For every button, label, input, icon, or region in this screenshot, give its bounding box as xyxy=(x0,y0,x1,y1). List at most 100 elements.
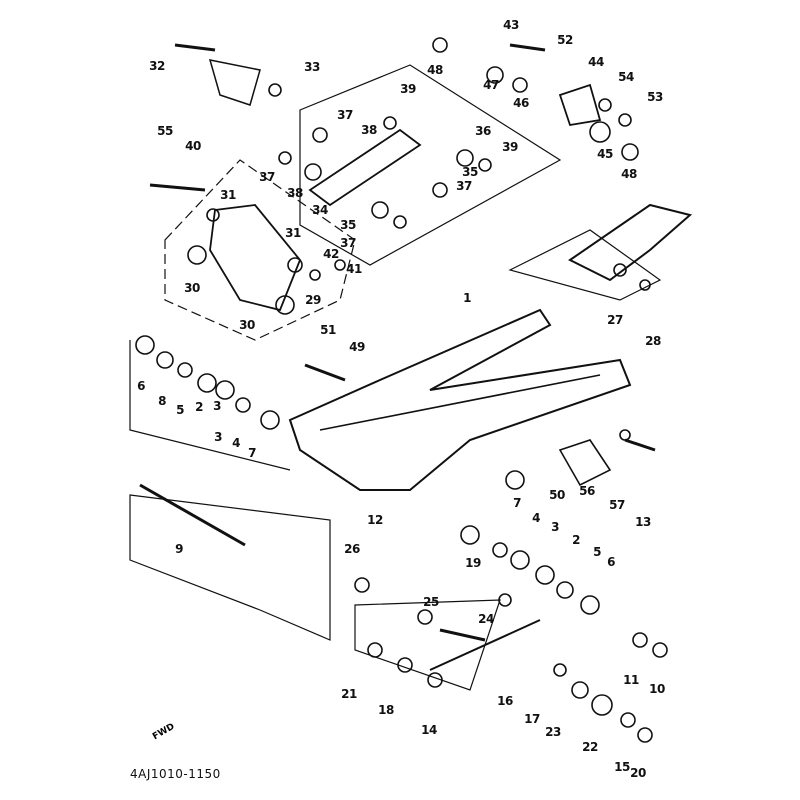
link-group-frame xyxy=(299,64,562,266)
washer xyxy=(393,215,407,229)
callout-7: 7 xyxy=(248,446,256,460)
callout-35: 35 xyxy=(462,165,478,179)
washer xyxy=(268,83,282,97)
callout-31: 31 xyxy=(220,188,236,202)
callout-8: 8 xyxy=(158,394,166,408)
callout-50: 50 xyxy=(549,488,565,502)
washer xyxy=(312,127,328,143)
callout-19: 19 xyxy=(465,556,481,570)
washer xyxy=(571,681,589,699)
callout-30: 30 xyxy=(184,281,200,295)
callout-3: 3 xyxy=(551,520,559,534)
callout-48: 48 xyxy=(621,167,637,181)
callout-54: 54 xyxy=(618,70,634,84)
callout-2: 2 xyxy=(572,533,580,547)
bolt-40 xyxy=(149,183,206,192)
washer xyxy=(417,609,433,625)
callout-45: 45 xyxy=(597,147,613,161)
washer xyxy=(478,158,492,172)
washer xyxy=(535,565,555,585)
bolt-49 xyxy=(304,363,346,382)
callout-27: 27 xyxy=(607,313,623,327)
washer xyxy=(260,410,280,430)
callout-51: 51 xyxy=(320,323,336,337)
swingarm-rib xyxy=(319,374,601,431)
callout-1: 1 xyxy=(463,291,471,305)
callout-9: 9 xyxy=(175,542,183,556)
callout-28: 28 xyxy=(645,334,661,348)
washer xyxy=(619,429,631,441)
washer xyxy=(309,269,321,281)
washer xyxy=(156,351,174,369)
chain-puller-56 xyxy=(558,439,612,487)
callout-52: 52 xyxy=(557,33,573,47)
arm-group-frame xyxy=(164,159,356,341)
callout-18: 18 xyxy=(378,703,394,717)
washer xyxy=(304,163,322,181)
callout-29: 29 xyxy=(305,293,321,307)
callout-6: 6 xyxy=(607,555,615,569)
washer xyxy=(287,257,303,273)
washer xyxy=(652,642,668,658)
callout-17: 17 xyxy=(524,712,540,726)
washer xyxy=(639,279,651,291)
bolt-13 xyxy=(624,438,656,452)
callout-30: 30 xyxy=(239,318,255,332)
callout-26: 26 xyxy=(344,542,360,556)
washer xyxy=(354,577,370,593)
washer xyxy=(556,581,574,599)
callout-25: 25 xyxy=(423,595,439,609)
callout-31: 31 xyxy=(285,226,301,240)
washer xyxy=(334,259,346,271)
washer xyxy=(197,373,217,393)
lever-frame xyxy=(354,599,501,691)
callout-35: 35 xyxy=(340,218,356,232)
washer xyxy=(553,663,567,677)
washer xyxy=(618,113,632,127)
callout-38: 38 xyxy=(287,186,303,200)
callout-37: 37 xyxy=(340,236,356,250)
washer xyxy=(637,727,653,743)
washer xyxy=(498,593,512,607)
washer xyxy=(512,77,528,93)
washer xyxy=(632,632,648,648)
callout-53: 53 xyxy=(647,90,663,104)
washer xyxy=(235,397,251,413)
washer xyxy=(135,335,155,355)
plate-frame xyxy=(129,494,331,641)
washer xyxy=(177,362,193,378)
callout-41: 41 xyxy=(346,262,362,276)
washer xyxy=(580,595,600,615)
callout-5: 5 xyxy=(593,545,601,559)
washer xyxy=(460,525,480,545)
callout-42: 42 xyxy=(323,247,339,261)
callout-10: 10 xyxy=(649,682,665,696)
bolt-52 xyxy=(509,43,546,52)
callout-14: 14 xyxy=(421,723,437,737)
callout-3: 3 xyxy=(213,399,221,413)
washer xyxy=(432,182,448,198)
callout-15: 15 xyxy=(614,760,630,774)
callout-37: 37 xyxy=(259,170,275,184)
callout-5: 5 xyxy=(176,403,184,417)
washer xyxy=(215,380,235,400)
callout-38: 38 xyxy=(361,123,377,137)
washer xyxy=(432,37,448,53)
washer xyxy=(278,151,292,165)
callout-24: 24 xyxy=(478,612,494,626)
callout-20: 20 xyxy=(630,766,646,780)
callout-13: 13 xyxy=(635,515,651,529)
callout-32: 32 xyxy=(149,59,165,73)
bolt-24 xyxy=(439,628,486,642)
washer xyxy=(383,116,397,130)
callout-55: 55 xyxy=(157,124,173,138)
callout-48: 48 xyxy=(427,63,443,77)
callout-37: 37 xyxy=(456,179,472,193)
part-code: 4AJ1010-1150 xyxy=(130,767,221,781)
callout-49: 49 xyxy=(349,340,365,354)
washer xyxy=(206,208,220,222)
washer xyxy=(367,642,383,658)
callout-33: 33 xyxy=(304,60,320,74)
